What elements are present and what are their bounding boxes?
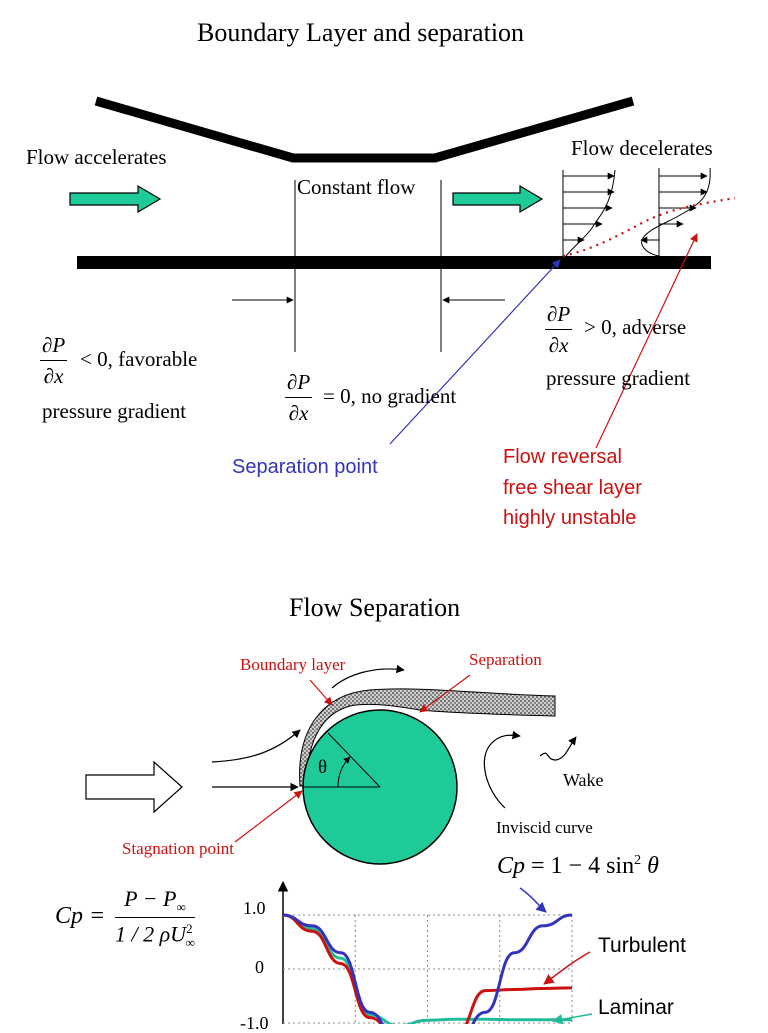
adverse-pressure-gradient: pressure gradient — [546, 366, 691, 390]
flow-reversal-line-1: Flow reversal — [503, 446, 622, 468]
y-tick-label: 0 — [255, 957, 264, 977]
equation-rhs: = 1 − 4 sin — [531, 853, 635, 879]
upper-wall — [94, 96, 635, 163]
chart-series — [282, 913, 573, 1024]
cp-definition-numerator: P − P∞ — [115, 886, 195, 919]
y-tick-label: 1.0 — [243, 898, 266, 918]
theta-symbol: θ — [318, 757, 328, 778]
adverse-relation: > 0, adverse — [584, 315, 687, 339]
y-tick-label: -1.0 — [240, 1013, 269, 1033]
chart-grid — [283, 914, 573, 1024]
equation-theta: θ — [647, 853, 659, 879]
velocity-profile-1 — [562, 169, 616, 257]
velocity-profile-2 — [640, 167, 711, 257]
top-title: Boundary Layer and separation — [197, 18, 525, 47]
cp-definition-fraction: P − P∞ 1 / 2 ρU2∞ — [115, 886, 195, 951]
flow-accelerates-label: Flow accelerates — [26, 145, 167, 169]
equation-cp-symbol: Cp — [497, 853, 526, 879]
bottom-title: Flow Separation — [289, 593, 461, 622]
boundary-layer-label: Boundary layer — [240, 655, 346, 674]
favorable-relation: < 0, favorable — [80, 347, 198, 371]
stagnation-leader — [234, 790, 303, 843]
turbulent-leader — [543, 951, 591, 985]
wake-swirl-2 — [539, 736, 577, 761]
laminar-label: Laminar — [598, 996, 674, 1019]
flow-decelerates-label: Flow decelerates — [571, 136, 713, 160]
cp-den-sub: ∞ — [185, 935, 195, 951]
adverse-derivative: ∂P ∂x — [545, 302, 573, 358]
cp-num-sub: ∞ — [176, 899, 186, 915]
boundary-layer-band — [299, 688, 556, 787]
cp-chart — [277, 880, 573, 1024]
flow-reversal-line-2: free shear layer — [503, 477, 642, 499]
outer-streamline — [331, 664, 405, 689]
series-line-laminar — [282, 913, 572, 1024]
separation-leader — [419, 674, 471, 713]
boundary-layer-leader — [309, 679, 333, 706]
no-gradient-relation: = 0, no gradient — [323, 384, 457, 408]
separation-point-leader — [389, 259, 561, 445]
flow-arrow-right — [452, 184, 544, 214]
flow-reversal-leader — [595, 233, 698, 449]
cp-num-text: P − P — [124, 886, 177, 911]
derivative-numerator: ∂P — [40, 333, 68, 361]
derivative-numerator: ∂P — [285, 370, 313, 398]
separation-label: Separation — [469, 650, 542, 669]
theta-arc — [337, 756, 351, 788]
derivative-denominator: ∂x — [288, 401, 309, 425]
separation-streamline — [562, 196, 736, 258]
turbulent-label: Turbulent — [598, 934, 686, 957]
inviscid-leader — [519, 887, 547, 913]
streamline-upper — [211, 729, 301, 763]
cp-definition-denominator: 1 / 2 ρU2∞ — [115, 918, 195, 951]
laminar-leader — [551, 1013, 593, 1024]
series-line-turbulent — [282, 913, 573, 1024]
derivative-denominator: ∂x — [548, 333, 569, 357]
separation-point-label: Separation point — [232, 456, 378, 478]
derivative-numerator: ∂P — [545, 302, 573, 330]
cp-definition-lhs: Cp = — [55, 903, 106, 929]
derivative-denominator: ∂x — [43, 364, 64, 388]
cp-den-sup: 2 — [186, 921, 193, 937]
radius-angled — [327, 732, 381, 788]
no-gradient-derivative: ∂P ∂x — [285, 370, 313, 426]
stagnation-point-label: Stagnation point — [122, 839, 234, 858]
equation-exponent: 2 — [634, 853, 642, 868]
inviscid-curve-label: Inviscid curve — [496, 818, 593, 837]
wake-swirl-1 — [483, 730, 521, 809]
cp-den-text: 1 / 2 ρU — [115, 921, 187, 947]
freestream-arrow — [85, 760, 183, 814]
flow-arrow-left — [69, 184, 162, 214]
series-line-inviscid-curve — [282, 913, 573, 1024]
lower-wall — [77, 256, 711, 269]
inviscid-cp-equation: Cp = 1 − 4 sin2 θ — [497, 853, 659, 879]
favorable-pressure-gradient: pressure gradient — [42, 399, 187, 423]
constant-flow-label: Constant flow — [297, 175, 416, 199]
favorable-derivative: ∂P ∂x — [40, 333, 68, 389]
flow-reversal-line-3: highly unstable — [503, 507, 637, 529]
wake-label: Wake — [563, 770, 604, 790]
